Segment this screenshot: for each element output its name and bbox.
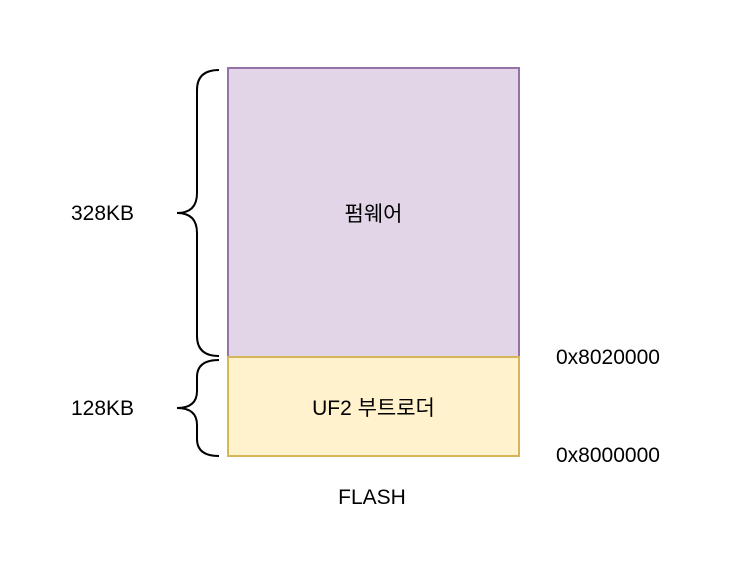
bootloader-label: UF2 부트로더 <box>312 396 435 420</box>
firmware-size-label: 328KB <box>71 202 135 225</box>
bootloader-region: UF2 부트로더 <box>227 356 520 457</box>
flash-caption: FLASH <box>338 486 406 509</box>
bootloader-size-brace <box>176 359 220 457</box>
address-flash-start: 0x8000000 <box>556 444 660 467</box>
firmware-region: 펌웨어 <box>227 67 520 357</box>
firmware-size-brace <box>176 69 220 357</box>
bootloader-size-label: 128KB <box>71 397 135 420</box>
address-firmware-start: 0x8020000 <box>556 346 660 369</box>
firmware-label: 펌웨어 <box>344 202 403 226</box>
